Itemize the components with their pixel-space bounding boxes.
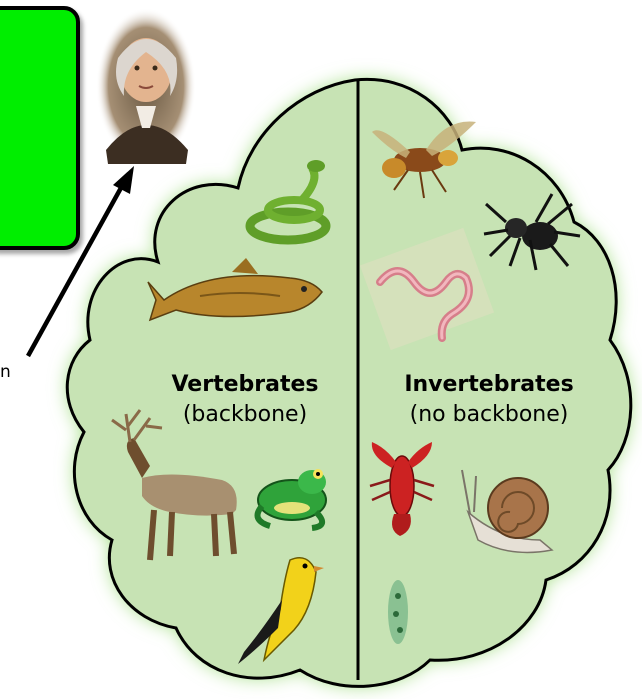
naturalist-portrait <box>96 8 196 164</box>
cnidarian-icon <box>388 580 408 644</box>
vertebrates-subtitle: (backbone) <box>140 400 350 430</box>
vertebrates-title: Vertebrates <box>140 370 350 400</box>
vertebrates-label: Vertebrates (backbone) <box>140 370 350 430</box>
invertebrates-title: Invertebrates <box>366 370 612 400</box>
invertebrates-label: Invertebrates (no backbone) <box>366 370 612 430</box>
invertebrates-subtitle: (no backbone) <box>366 400 612 430</box>
